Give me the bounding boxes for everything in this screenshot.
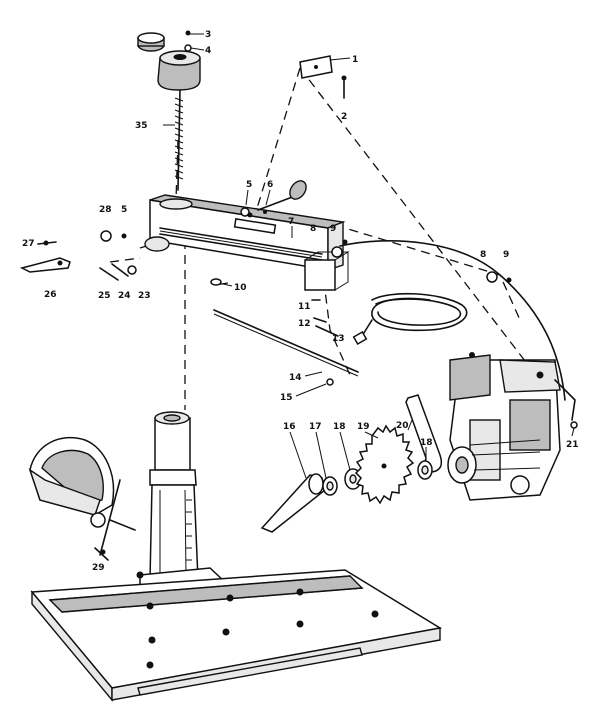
callout-11: 11 [298, 302, 311, 312]
callout-leaders [163, 33, 575, 479]
callout-19: 19 [357, 422, 370, 432]
callout-7: 7 [288, 217, 294, 227]
callout-18b: 18 [420, 438, 433, 448]
callout-20: 20 [396, 421, 409, 431]
callout-21: 21 [566, 440, 579, 450]
callout-17: 17 [309, 422, 322, 432]
callout-24: 24 [118, 291, 131, 301]
motor-assembly [447, 352, 578, 501]
callout-4: 4 [205, 46, 211, 56]
miter-latch-assembly [19, 257, 137, 281]
callout-35: 35 [135, 121, 148, 131]
callout-18: 18 [333, 422, 346, 432]
callout-2: 2 [341, 112, 347, 122]
callout-1: 1 [352, 55, 358, 65]
blade-guard [28, 436, 136, 561]
callout-5b: 5 [121, 205, 127, 215]
callout-5: 5 [246, 180, 252, 190]
arm-hardware [37, 180, 512, 283]
elevating-crank-assembly [137, 30, 201, 191]
callout-9b: 9 [503, 250, 509, 260]
callout-labels: 3 4 1 2 35 5 6 28 5 7 8 9 27 26 25 24 23… [22, 30, 579, 573]
callout-8: 8 [310, 224, 316, 234]
radial-arm [144, 194, 350, 291]
work-table [30, 569, 443, 702]
callout-10: 10 [234, 283, 247, 293]
callout-16: 16 [283, 422, 296, 432]
callout-14: 14 [289, 373, 302, 383]
cover-plate-assembly [299, 55, 347, 99]
callout-12: 12 [298, 319, 311, 329]
column-and-base [136, 411, 227, 591]
callout-13: 13 [332, 334, 345, 344]
rod-assembly [210, 278, 359, 386]
callout-8b: 8 [480, 250, 486, 260]
callout-9: 9 [330, 224, 336, 234]
callout-29: 29 [92, 563, 105, 573]
saw-blade-stack [260, 424, 433, 533]
callout-3: 3 [205, 30, 211, 40]
callout-27: 27 [22, 239, 35, 249]
callout-26: 26 [44, 290, 57, 300]
callout-25: 25 [98, 291, 111, 301]
callout-15: 15 [280, 393, 293, 403]
callout-28: 28 [99, 205, 112, 215]
callout-6: 6 [267, 180, 273, 190]
callout-23: 23 [138, 291, 151, 301]
power-cord [339, 240, 566, 401]
